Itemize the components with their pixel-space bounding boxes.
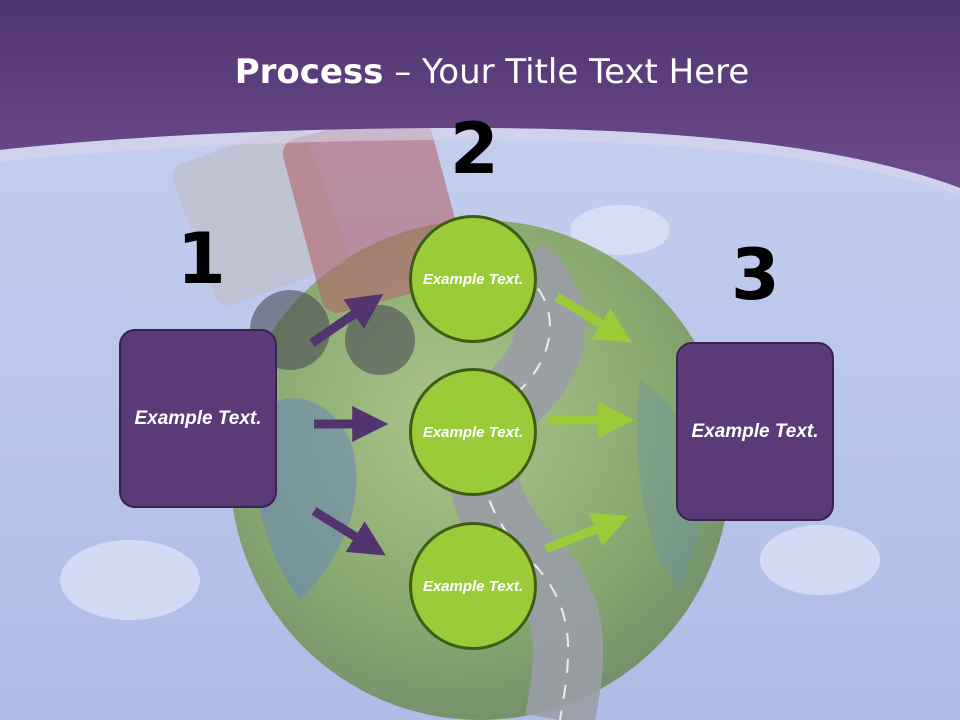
step-number-2: 2 bbox=[450, 108, 499, 190]
arrow-to-circle-1 bbox=[309, 293, 384, 347]
arrow-to-circle-3 bbox=[311, 507, 386, 556]
step-2-circle-3: Example Text. bbox=[409, 522, 537, 650]
step-1-box: Example Text. bbox=[119, 329, 277, 508]
slide-title: Process – Your Title Text Here bbox=[0, 52, 960, 92]
arrow-from-circle-3 bbox=[544, 512, 630, 554]
title-rest: – Your Title Text Here bbox=[383, 52, 750, 92]
circle-2-text: Example Text. bbox=[422, 423, 524, 441]
circle-1-text: Example Text. bbox=[422, 270, 524, 288]
step-1-box-text: Example Text. bbox=[134, 408, 262, 429]
purple-arrows bbox=[309, 293, 389, 556]
step-number-1: 1 bbox=[177, 218, 226, 300]
step-2-circle-1: Example Text. bbox=[409, 215, 537, 343]
step-2-circle-2: Example Text. bbox=[409, 368, 537, 496]
step-3-box-text: Example Text. bbox=[691, 421, 819, 442]
circle-3-text: Example Text. bbox=[422, 577, 524, 595]
green-arrows bbox=[544, 293, 635, 554]
step-3-box: Example Text. bbox=[676, 342, 834, 521]
title-bold: Process bbox=[234, 52, 384, 92]
step-number-3: 3 bbox=[731, 234, 780, 316]
arrow-from-circle-1 bbox=[554, 293, 632, 343]
